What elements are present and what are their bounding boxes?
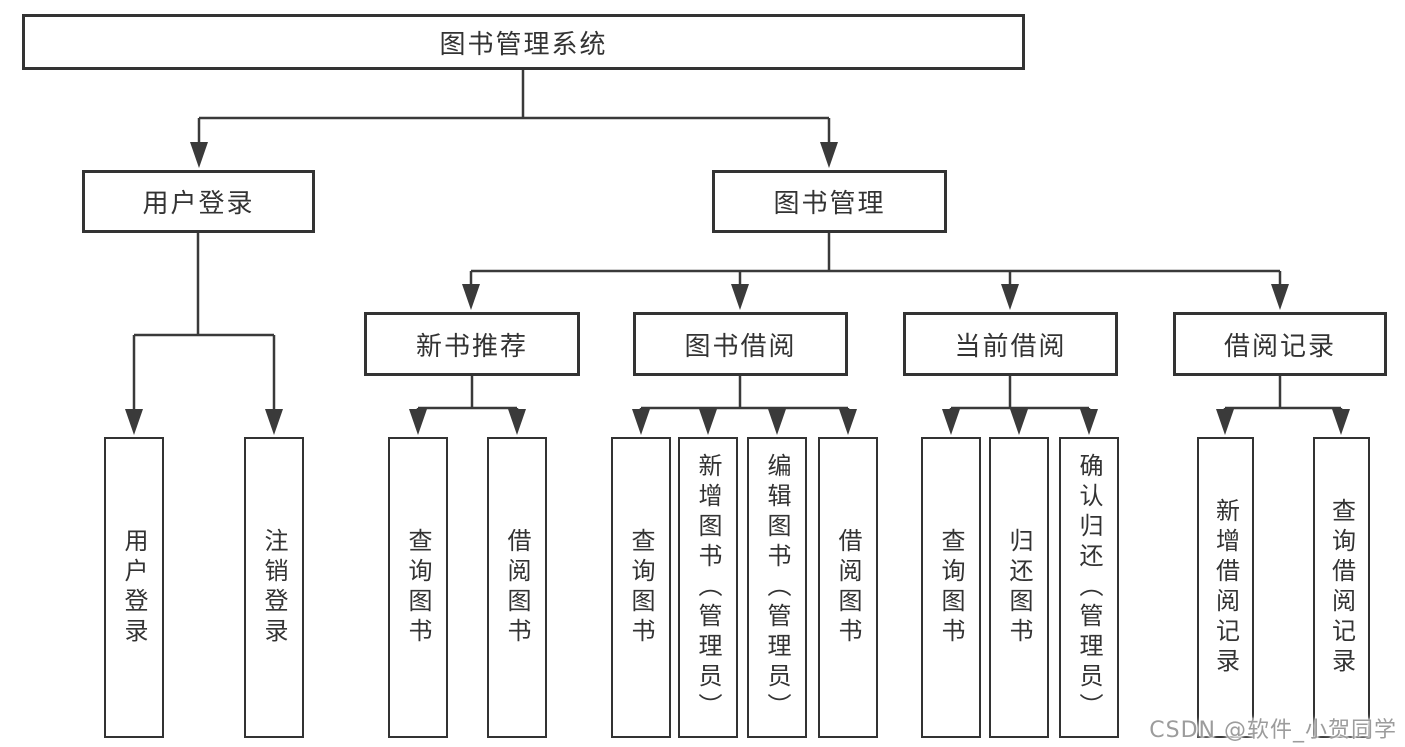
leaf-add-borrow-record: 新增借阅记录 xyxy=(1197,437,1254,738)
node-book-borrowing: 图书借阅 xyxy=(633,312,848,376)
csdn-watermark: CSDN @软件_小贺同学 xyxy=(1149,718,1397,743)
leaf-borrow-books-recommend-label: 借阅图书 xyxy=(503,527,531,648)
leaf-edit-books-admin-label: 编辑图书（管理员） xyxy=(763,452,791,723)
leaf-add-books-admin: 新增图书（管理员） xyxy=(678,437,738,738)
leaf-query-books-recommend: 查询图书 xyxy=(388,437,448,738)
leaf-logout: 注销登录 xyxy=(244,437,304,738)
leaf-return-books-label: 归还图书 xyxy=(1005,527,1033,648)
node-borrowing-records: 借阅记录 xyxy=(1173,312,1387,376)
leaf-borrow-books-recommend: 借阅图书 xyxy=(487,437,547,738)
leaf-borrow-books-label: 借阅图书 xyxy=(834,527,862,648)
leaf-query-books-recommend-label: 查询图书 xyxy=(404,527,432,648)
node-book-management: 图书管理 xyxy=(712,170,947,233)
leaf-return-books: 归还图书 xyxy=(989,437,1049,738)
leaf-logout-label: 注销登录 xyxy=(260,527,288,648)
leaf-edit-books-admin: 编辑图书（管理员） xyxy=(747,437,807,738)
node-user-login-label: 用户登录 xyxy=(142,189,255,219)
leaf-add-books-admin-label: 新增图书（管理员） xyxy=(694,452,722,723)
leaf-query-books-current: 查询图书 xyxy=(921,437,981,738)
leaf-borrow-books: 借阅图书 xyxy=(818,437,878,738)
node-new-book-recommend-label: 新书推荐 xyxy=(415,331,528,362)
node-user-login: 用户登录 xyxy=(82,170,315,233)
leaf-query-books-borrowing: 查询图书 xyxy=(611,437,671,738)
arrowheads xyxy=(125,142,1350,435)
leaf-query-books-current-label: 查询图书 xyxy=(937,527,965,648)
leaf-user-login: 用户登录 xyxy=(104,437,164,738)
leaf-query-books-borrowing-label: 查询图书 xyxy=(627,527,655,648)
node-current-borrowing-label: 当前借阅 xyxy=(954,331,1067,362)
node-book-management-label: 图书管理 xyxy=(773,189,886,219)
leaf-add-borrow-record-label: 新增借阅记录 xyxy=(1211,497,1240,678)
node-borrowing-records-label: 借阅记录 xyxy=(1223,331,1336,362)
node-book-borrowing-label: 图书借阅 xyxy=(684,331,797,362)
node-library-management-system: 图书管理系统 xyxy=(22,14,1025,70)
leaf-confirm-return-admin-label: 确认归还（管理员） xyxy=(1075,452,1103,723)
node-new-book-recommend: 新书推荐 xyxy=(364,312,580,376)
leaf-query-borrow-record-label: 查询借阅记录 xyxy=(1327,497,1356,678)
node-library-management-system-label: 图书管理系统 xyxy=(439,29,608,60)
node-current-borrowing: 当前借阅 xyxy=(903,312,1118,376)
leaf-query-borrow-record: 查询借阅记录 xyxy=(1313,437,1370,738)
leaf-confirm-return-admin: 确认归还（管理员） xyxy=(1059,437,1119,738)
leaf-user-login-label: 用户登录 xyxy=(120,527,148,648)
